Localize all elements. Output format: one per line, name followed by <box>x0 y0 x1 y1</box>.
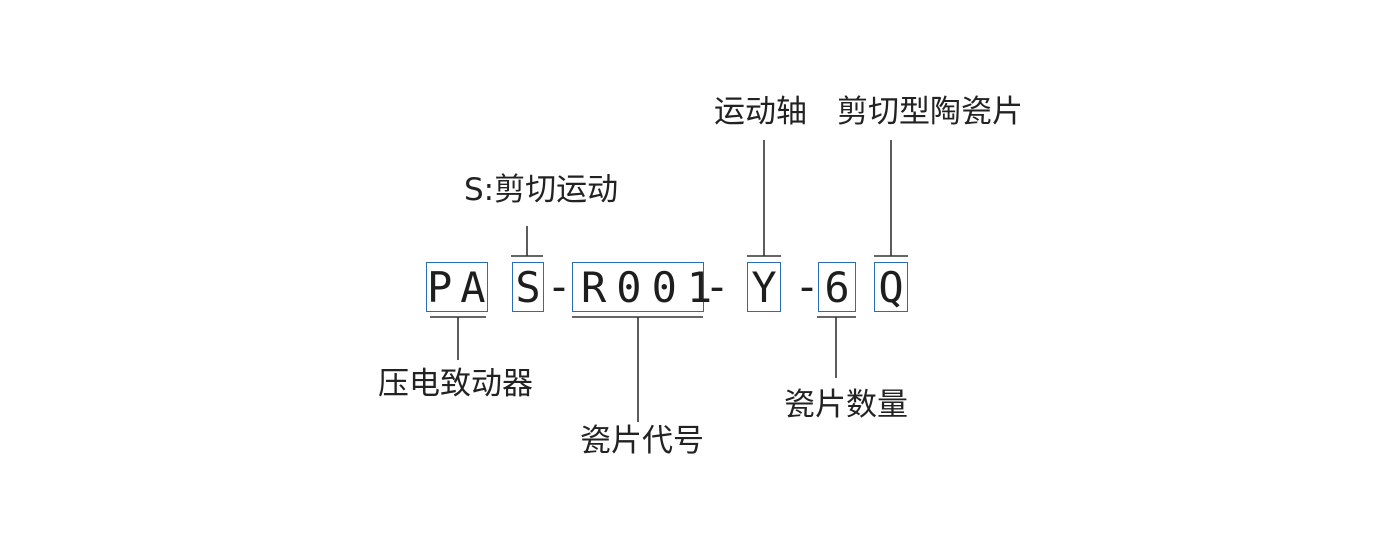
code-segment-r001: R001 <box>572 262 712 312</box>
code-segment-6: 6 <box>818 262 856 312</box>
label-shear-motion: S:剪切运动 <box>464 172 619 208</box>
code-segment-q: Q <box>874 262 908 312</box>
label-ceramic-count: 瓷片数量 <box>784 387 908 423</box>
code-segment-y: Y <box>747 262 781 312</box>
code-dash-2: - <box>704 262 730 311</box>
label-motion-axis: 运动轴 <box>714 94 807 130</box>
label-ceramic-code: 瓷片代号 <box>580 423 704 459</box>
code-segment-s: S <box>512 262 544 312</box>
label-piezo-actuator: 压电致动器 <box>378 366 533 402</box>
code-dash-1: - <box>546 262 572 311</box>
code-dash-3: - <box>794 262 820 311</box>
code-segment-pa: PA <box>426 262 494 312</box>
label-shear-ceramic: 剪切型陶瓷片 <box>837 94 1023 130</box>
